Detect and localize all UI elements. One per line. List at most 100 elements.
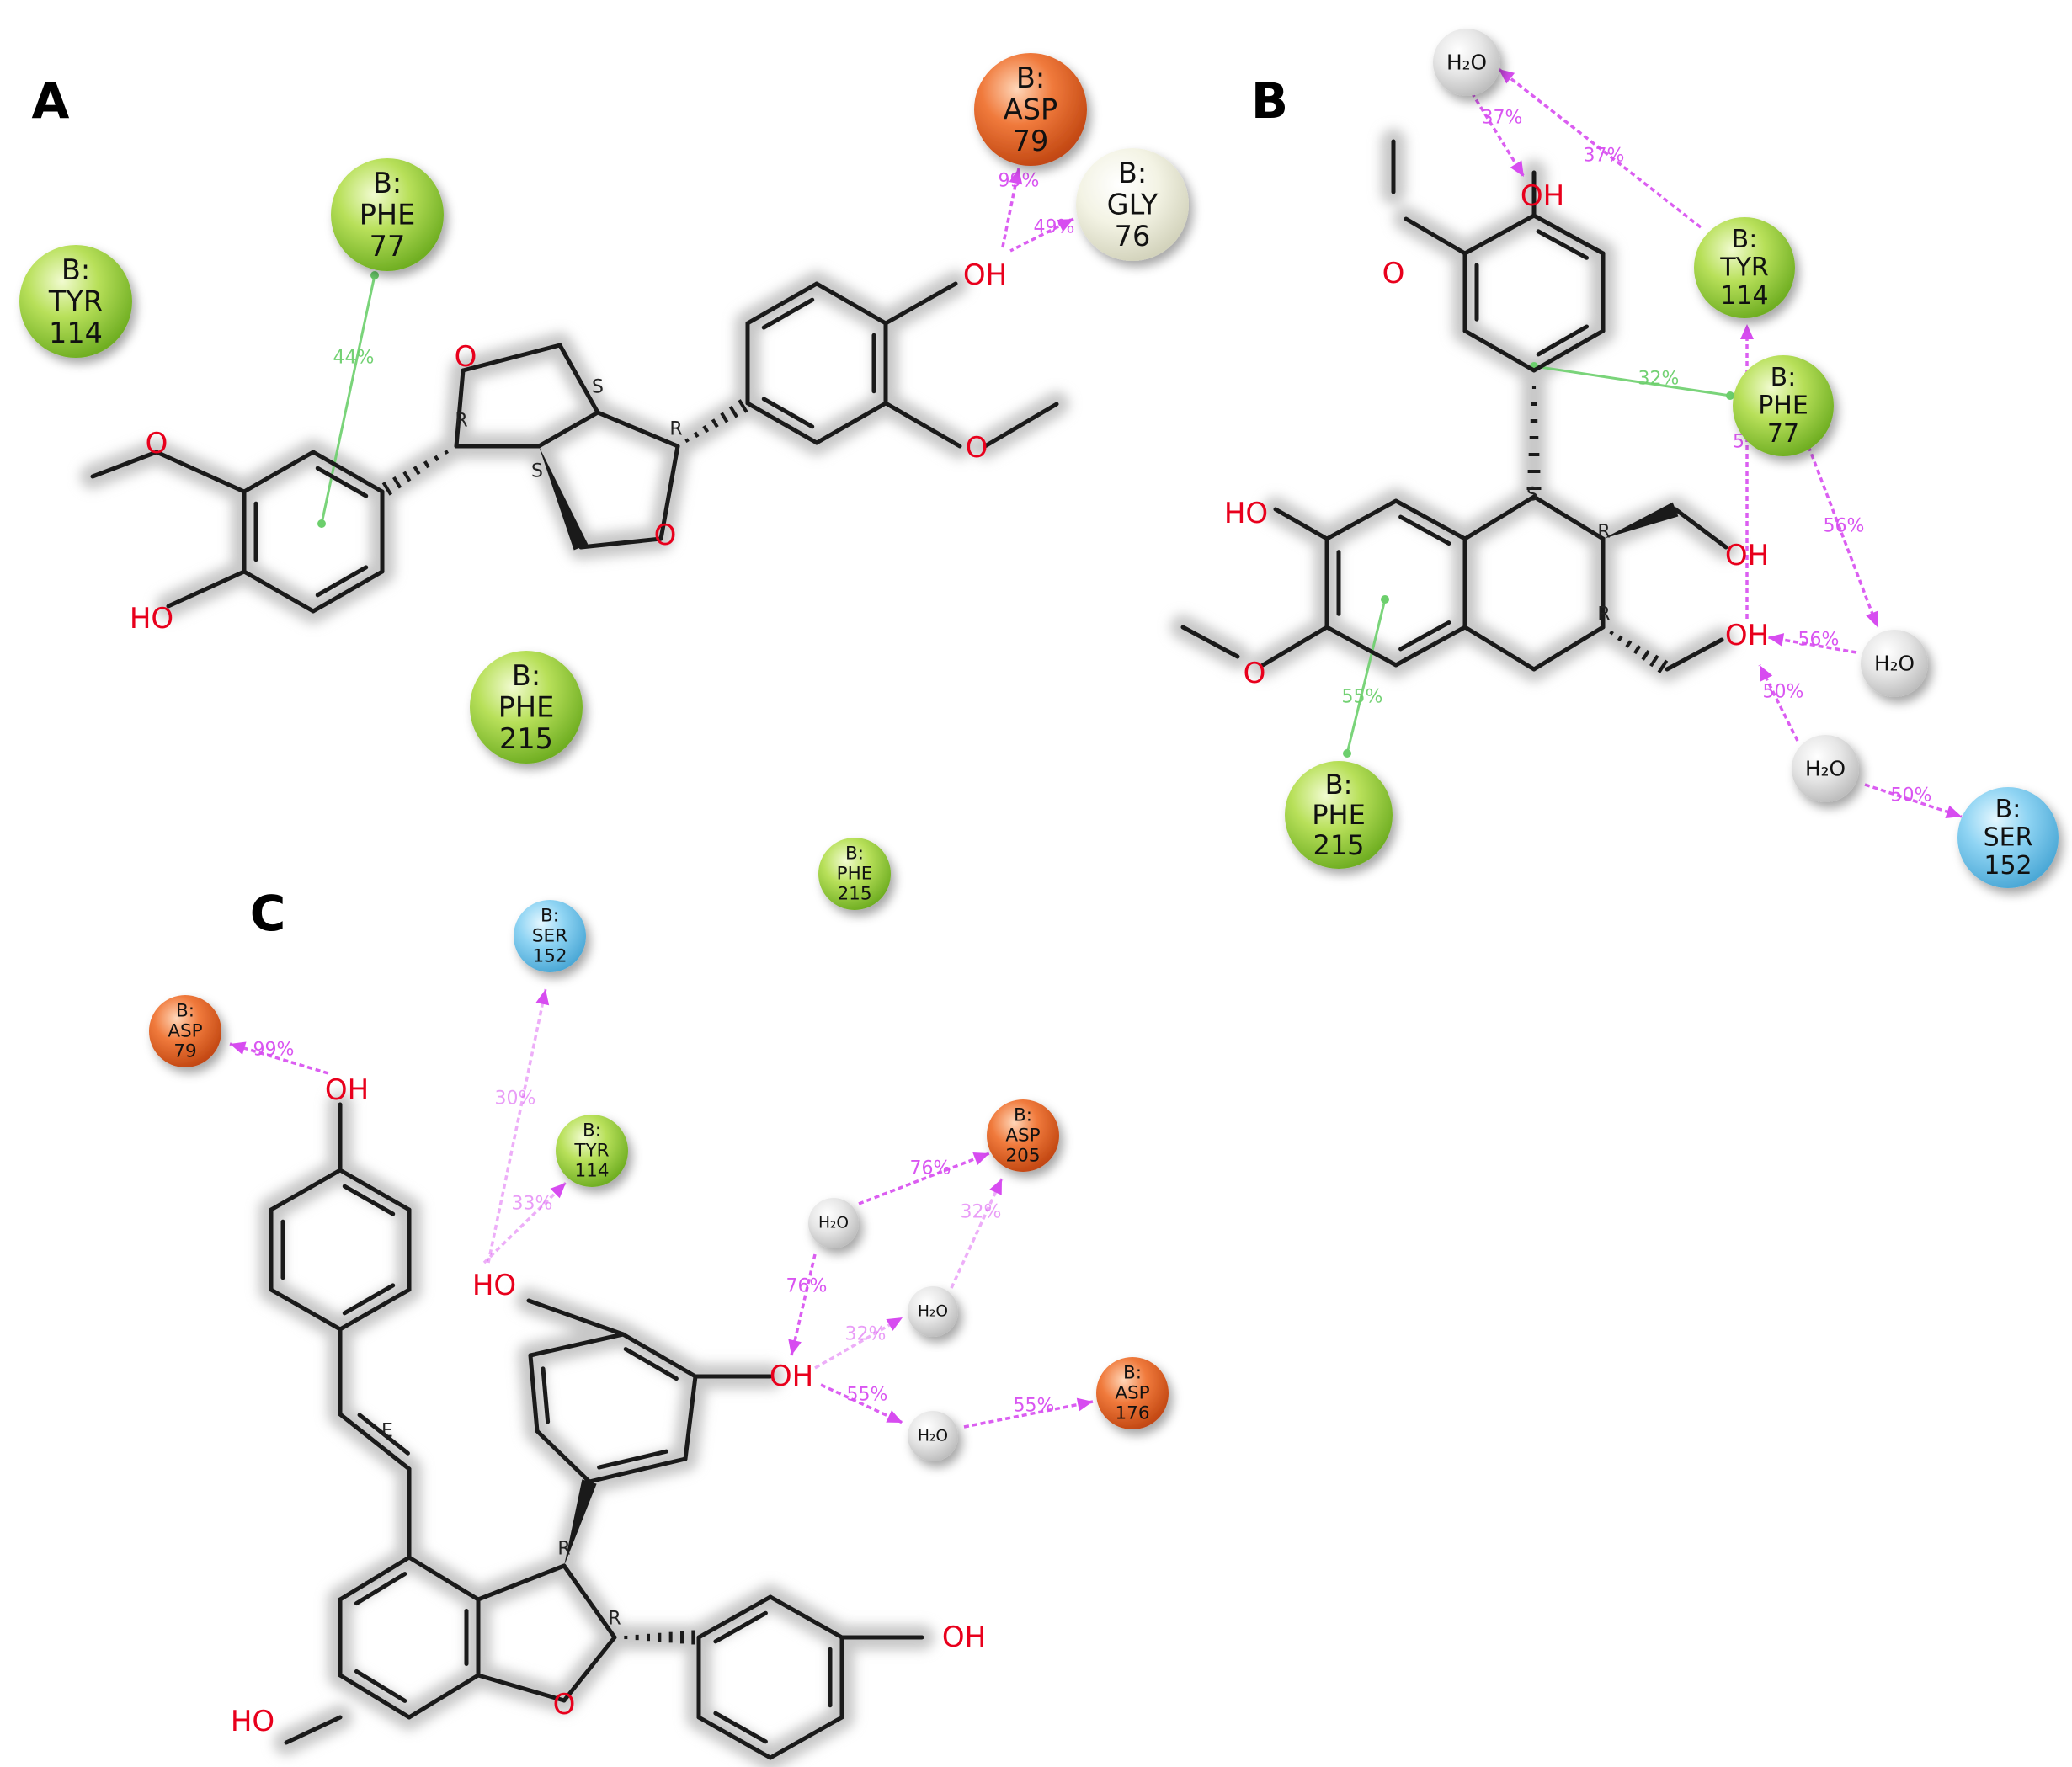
hash-bond-stroke [392,476,402,489]
residue-label-line: 205 [1005,1146,1040,1167]
residue-label-line: PHE [1312,799,1366,831]
residue-label-line: B: [1995,795,2021,824]
residue-label-line: 176 [1115,1403,1149,1424]
residue-label-line: B: [1325,769,1353,801]
stereo-label-r: R [1597,522,1610,543]
interaction-line-B-pi-phe77 [1533,365,1731,397]
interaction-percent-B-hb-water-bottom: 50% [1763,682,1804,703]
single-bond [696,1594,773,1640]
double-bond-line [315,466,369,498]
single-bond [269,1168,343,1212]
atom-label-oh: OH [963,258,1007,292]
single-bond [1531,494,1606,541]
panel-label-A: A [32,72,70,130]
atom-label-o: O [146,427,168,460]
residue-label-line: SER [532,926,567,947]
atom-halo [370,434,469,504]
residue-label-line: PHE [360,199,416,232]
atom-label-oh: OH [1521,179,1564,213]
atom-label-o: O [455,340,477,374]
residue-sphere-water [808,1198,859,1248]
interaction-line-C-hb-oh-w3 [820,1383,903,1424]
residue-label-line: B: [1123,1362,1142,1383]
single-bond [90,450,159,479]
residue-label-line: 76 [1115,220,1151,253]
single-bond [587,1456,688,1484]
stereo-label-r: R [557,1539,570,1560]
interaction-line-B-hb-ser152 [1864,783,1963,818]
bond-layer [90,139,1728,1760]
panel-label-C: C [250,885,286,942]
interaction-arrowhead [1057,219,1073,232]
single-bond [338,1287,412,1332]
interaction-percent-B-hb-phe77-water: 56% [1824,516,1865,537]
single-bond [407,1673,481,1720]
double-bond-line [315,565,369,598]
hash-bond-stroke [720,412,729,423]
residue-label-line: H₂O [918,1428,948,1445]
interaction-line-C-hb-tyr114 [482,1181,567,1264]
interaction-arrowhead [886,1410,903,1423]
single-bond [683,1374,698,1461]
residue-label-line: 77 [1767,419,1799,449]
double-bond-line [623,1347,679,1381]
atom-label-ho: HO [1224,497,1268,530]
hash-bond-stroke [684,438,690,444]
double-bond-line [1536,324,1590,357]
single-bond [454,368,466,449]
single-bond [578,536,663,550]
single-bond [768,1715,844,1760]
single-bond [536,410,600,449]
single-bond [1462,213,1537,256]
interaction-line-C-hb-w1-oh [790,1253,817,1356]
atom-label-oh: OH [325,1073,369,1107]
atom-label-oh: OH [942,1621,986,1654]
single-bond [814,401,888,445]
interaction-line-B-hb-phe77-water [1807,445,1879,628]
residue-label-line: B: [1771,363,1797,392]
single-bond [1180,625,1240,659]
residue-label-line: 114 [1720,281,1768,311]
hash-bond-stroke [1617,635,1623,642]
interaction-arrowhead [1740,324,1754,339]
residue-sphere-aromatic [1733,355,1834,456]
pi-anchor-dot [1381,595,1389,604]
atom-label-oh: OH [770,1360,813,1393]
double-bond-line [1536,229,1590,260]
residue-B-h2o-right: H₂O [1861,630,1928,697]
atom-halo [665,391,760,459]
residue-label-line: SER [1984,823,2033,853]
interaction-percent-B-pi-phe215: 55% [1342,687,1383,708]
interaction-arrowhead [230,1041,247,1055]
residue-label-line: B: [176,1000,194,1021]
residue-label-line: B: [583,1120,601,1141]
residue-C-h2o-3: H₂O [908,1411,958,1461]
interaction-percent-B-hb-ser152: 50% [1891,785,1932,806]
interaction-percent-B-hb-water-top: 37% [1482,108,1523,129]
residue-sphere-aromatic [19,245,132,358]
double-bond-line [713,1711,768,1744]
residue-sphere-acidic [987,1099,1059,1172]
single-bond [983,402,1059,449]
atom-label-o: O [553,1688,576,1722]
double-bond-line [342,1184,396,1216]
residue-label-line: 152 [1984,851,2032,881]
single-bond [242,569,316,614]
residue-C-h2o-1: H₂O [808,1198,859,1248]
residue-label-line: B: [512,659,541,692]
single-bond [1393,498,1467,541]
single-bond [768,1594,844,1640]
interaction-percent-B-hb-tyr-water: 37% [1584,146,1625,167]
interaction-arrowhead [1076,1397,1093,1412]
interaction-line-B-hb-water-oh [1767,636,1857,654]
double-bond-line [713,1610,768,1644]
residue-label-line: 152 [532,946,567,967]
